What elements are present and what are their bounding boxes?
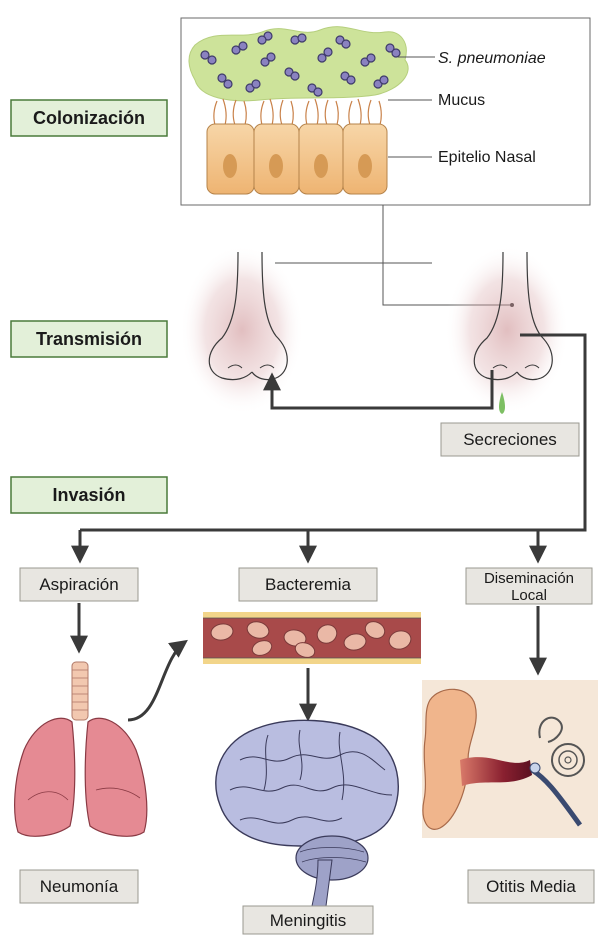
stage-transmision: Transmisión [11, 321, 167, 357]
colonization-inset: S. pneumoniae Mucus Epitelio Nasal [181, 18, 590, 205]
epithelium-label: Epitelio Nasal [438, 149, 536, 166]
stage-invasion-label: Invasión [52, 485, 125, 505]
aspiracion-box: Aspiración [20, 568, 138, 601]
mucus-label: Mucus [438, 92, 485, 109]
cell-nucleus [358, 154, 372, 178]
nose-right-glow [445, 245, 569, 415]
brain-cerebellum [296, 836, 368, 880]
brain-cerebrum [216, 720, 399, 846]
otitis-box: Otitis Media [468, 870, 594, 903]
bacteremia-box: Bacteremia [239, 568, 377, 601]
nose-left [180, 245, 304, 415]
blood-vessel [203, 612, 421, 664]
stage-colonizacion-label: Colonización [33, 108, 145, 128]
cell-nucleus [314, 154, 328, 178]
trachea [72, 662, 88, 720]
secreciones-box: Secreciones [441, 423, 579, 456]
meningitis-label: Meningitis [270, 911, 347, 930]
secreciones-label: Secreciones [463, 430, 557, 449]
cell-nucleus [223, 154, 237, 178]
nose-right [445, 245, 569, 415]
stage-colonizacion: Colonización [11, 100, 167, 136]
lung-right [85, 718, 147, 836]
lung-left [15, 718, 75, 836]
bacteria-label: S. pneumoniae [438, 50, 546, 67]
bacteremia-label: Bacteremia [265, 575, 352, 594]
nose-left-glow [180, 245, 304, 415]
diseminacion-box: Diseminación Local [466, 568, 592, 604]
diseminacion-label-line1: Diseminación [484, 570, 574, 587]
neumonia-box: Neumonía [20, 870, 138, 903]
epithelial-cells [207, 124, 387, 194]
lungs-illustration [15, 662, 147, 836]
brain-illustration [216, 720, 399, 906]
ear-illustration [422, 680, 598, 838]
diseminacion-label-line2: Local [511, 587, 547, 604]
otitis-label: Otitis Media [486, 877, 576, 896]
neumonia-label: Neumonía [40, 877, 119, 896]
aspiracion-label: Aspiración [39, 575, 118, 594]
stage-transmision-label: Transmisión [36, 329, 142, 349]
arrow-lungs-to-blood [128, 642, 185, 720]
cell-nucleus [269, 154, 283, 178]
stage-invasion: Invasión [11, 477, 167, 513]
meningitis-box: Meningitis [243, 906, 373, 934]
